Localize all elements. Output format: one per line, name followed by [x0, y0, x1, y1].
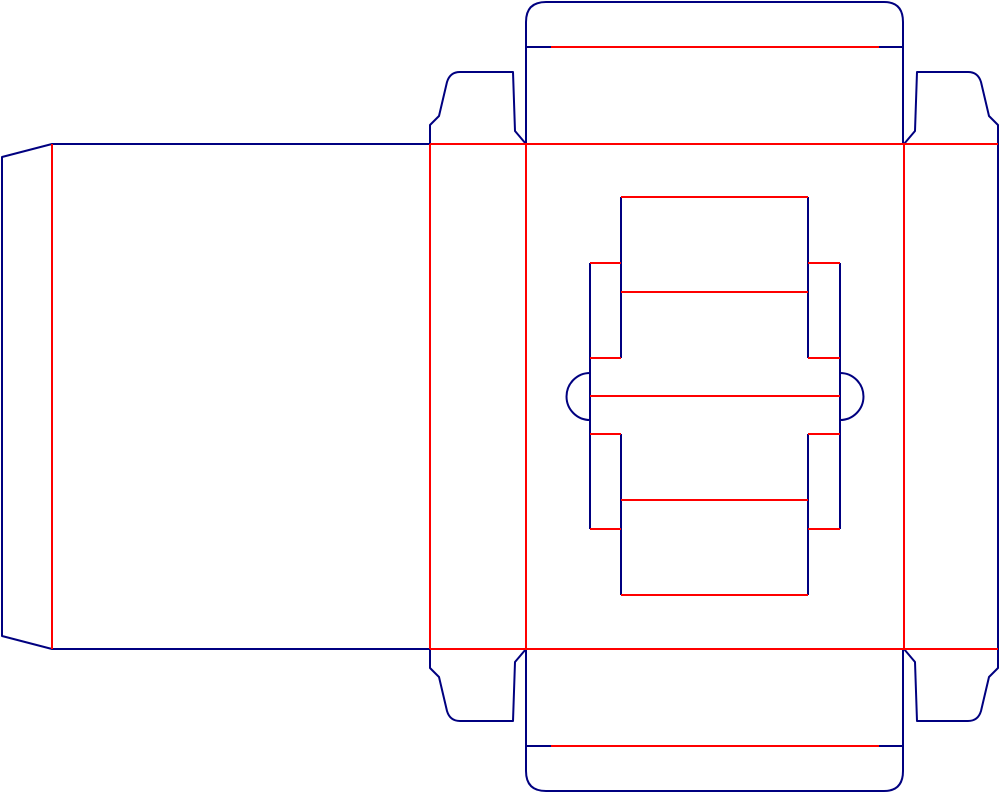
bottom-tuck-flap [525, 649, 904, 792]
top-right-dust-flap [903, 71, 999, 145]
top-left-dust-flap [429, 71, 527, 145]
bottom-right-dust-flap [903, 648, 999, 722]
left-panel-outline [1, 143, 430, 650]
right-thumb-notch [839, 372, 865, 421]
top-tuck-flap [525, 1, 904, 144]
left-thumb-notch [565, 372, 591, 421]
insert-tab-creases-left [590, 262, 621, 530]
insert-tab-creases-right [808, 262, 840, 530]
bottom-left-dust-flap [429, 648, 527, 722]
crease-lines [51, 46, 998, 747]
